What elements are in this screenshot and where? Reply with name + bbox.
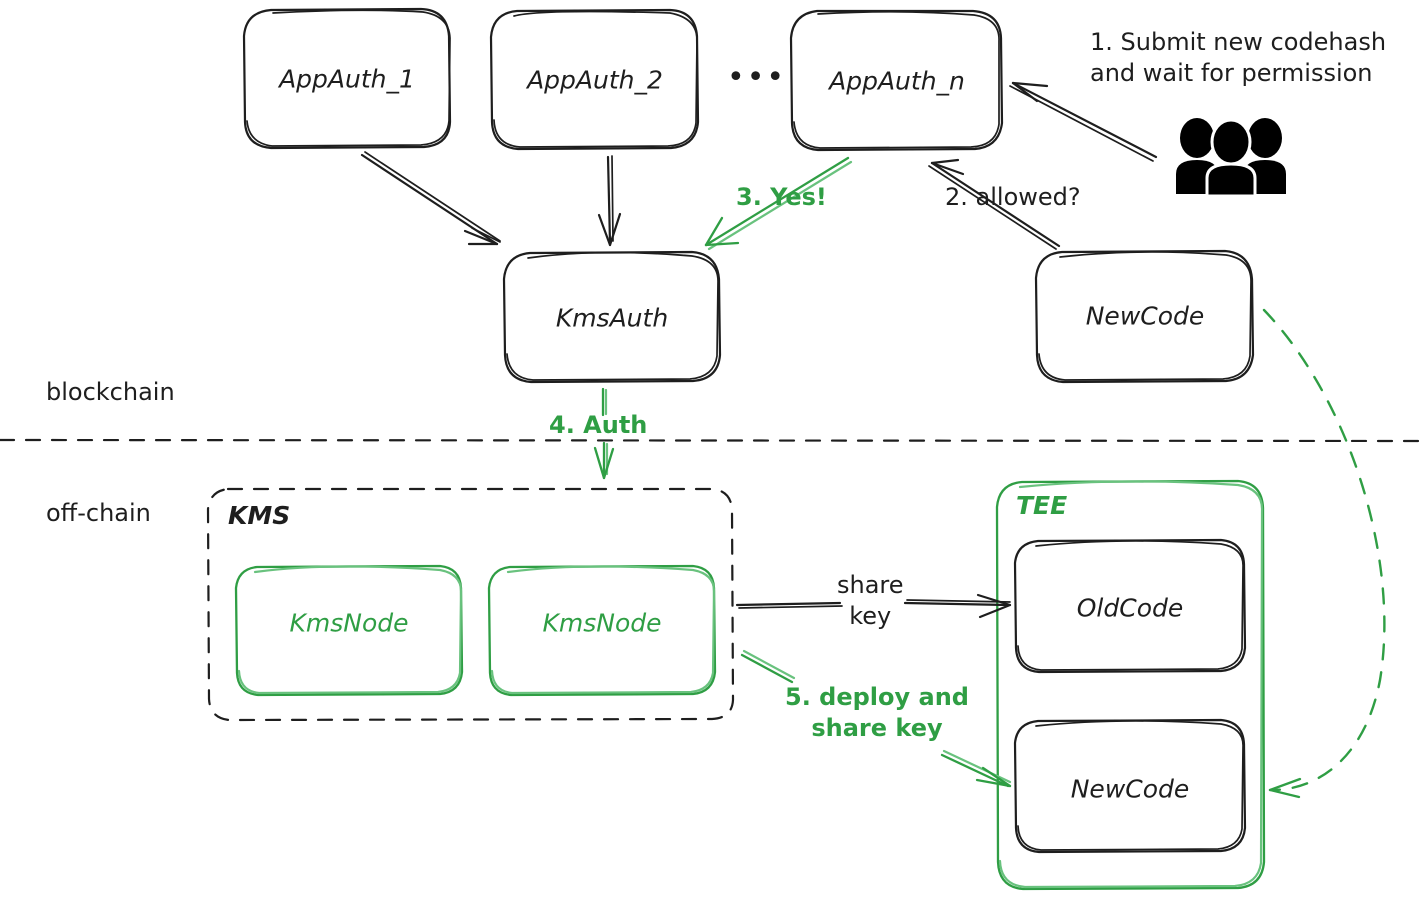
arrow-kmsauth-to-kms-auth	[593, 387, 615, 480]
zone-divider-dashed-line	[0, 438, 1421, 443]
node-appauth1-shape[interactable]	[242, 7, 452, 150]
node-kmsnode1-shape[interactable]	[234, 564, 464, 697]
node-newcode-tee-shape[interactable]	[1013, 718, 1247, 854]
node-label-appauth1: AppAuth_1	[279, 64, 415, 94]
node-label-newcode-tee: NewCode	[1070, 774, 1190, 804]
node-label-appauthn: AppAuth_n	[829, 66, 965, 96]
ellipsis-more-appauth: •••	[727, 60, 787, 95]
node-label-oldcode: OldCode	[1076, 593, 1184, 623]
group-tee-shape	[995, 479, 1266, 891]
step-label-1-submit-codehash: 1. Submit new codehash and wait for perm…	[1090, 28, 1387, 88]
node-label-kmsnode-1: KmsNode	[289, 608, 409, 638]
step-label-3-yes: 3. Yes!	[736, 183, 827, 211]
arrow-appauthn-to-kmsauth-yes	[704, 156, 853, 251]
node-label-newcode-chain: NewCode	[1085, 301, 1205, 331]
step-label-4-auth: 4. Auth	[549, 411, 648, 439]
step-label-2-allowed: 2. allowed?	[945, 183, 1081, 211]
group-kms-shape	[206, 487, 735, 722]
node-kmsnode2-shape[interactable]	[487, 564, 717, 697]
people-group-icon	[1172, 116, 1290, 198]
arrow-actor-to-appauthn-submit	[1009, 81, 1158, 162]
node-label-kmsauth: KmsAuth	[555, 303, 669, 333]
arrow-appauth2-to-kmsauth	[597, 155, 622, 247]
arrow-newcode-chain-to-newcode-tee-dashed	[1262, 308, 1386, 799]
node-label-kmsnode-2: KmsNode	[542, 608, 662, 638]
group-title-kms: KMS	[228, 501, 291, 530]
node-label-appauth2: AppAuth_2	[527, 65, 663, 95]
label-share-key: share key	[837, 571, 904, 631]
zone-label-blockchain: blockchain	[46, 378, 175, 406]
node-oldcode-shape[interactable]	[1013, 538, 1247, 674]
arrow-kmsnode-to-oldcode-sharekey	[735, 593, 1012, 619]
node-appauth2-shape[interactable]	[489, 8, 700, 151]
node-newcode-chain-shape[interactable]	[1034, 249, 1255, 384]
arrow-newcode-to-appauthn-allowed	[928, 158, 1061, 250]
zone-label-offchain: off-chain	[46, 499, 151, 527]
arrow-appauth1-to-kmsauth	[360, 151, 501, 246]
node-appauthn-shape[interactable]	[789, 9, 1004, 152]
arrow-kmsnode-to-newcode-deploy	[740, 649, 1012, 788]
group-title-tee: TEE	[1016, 491, 1068, 520]
step-label-5-deploy-share-key: 5. deploy and share key	[785, 683, 969, 743]
node-kmsauth-shape[interactable]	[502, 250, 722, 384]
